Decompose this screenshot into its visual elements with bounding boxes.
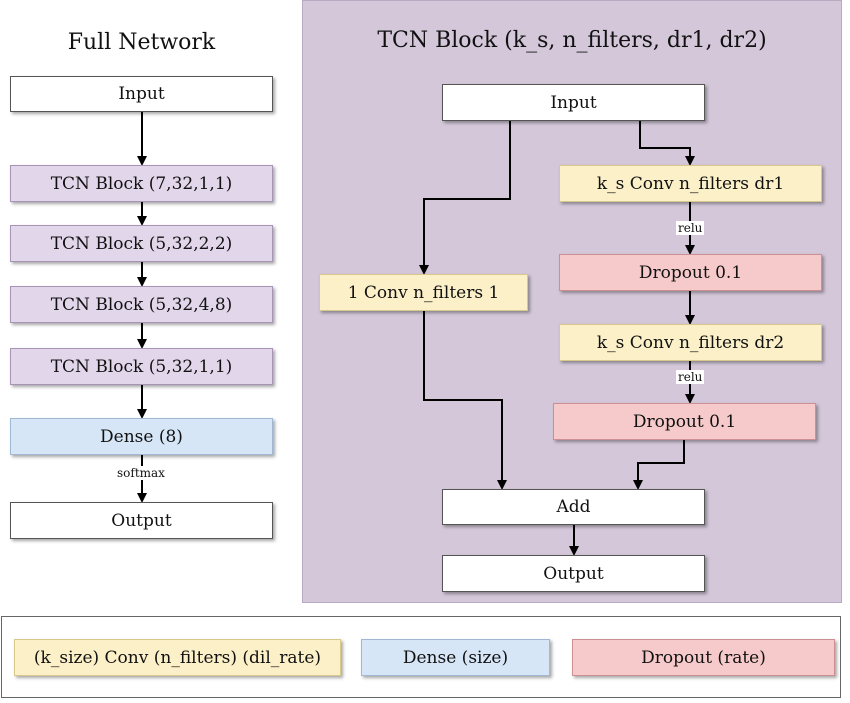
dropout-node-2: Dropout 0.1	[553, 403, 816, 440]
tcn-block-node-1: TCN Block (7,32,1,1)	[10, 165, 273, 202]
tcn-block-node-4: TCN Block (5,32,1,1)	[10, 348, 273, 385]
legend-dense: Dense (size)	[361, 639, 550, 676]
full-network-output-node: Output	[10, 502, 273, 539]
full-network-input-node: Input	[10, 76, 273, 112]
tcn-block-node-3: TCN Block (5,32,4,8)	[10, 286, 273, 323]
add-node: Add	[442, 489, 705, 525]
softmax-label: softmax	[115, 466, 167, 480]
full-network-title: Full Network	[67, 30, 216, 55]
relu-label-2: relu	[676, 370, 705, 384]
legend-conv: (k_size) Conv (n_filters) (dil_rate)	[14, 639, 341, 676]
skip-conv-node: 1 Conv n_filters 1	[319, 274, 528, 311]
dense-node: Dense (8)	[10, 418, 273, 455]
tcn-block-node-2: TCN Block (5,32,2,2)	[10, 225, 273, 262]
legend-dropout: Dropout (rate)	[572, 639, 835, 676]
tcn-input-node: Input	[442, 84, 705, 121]
tcn-output-node: Output	[442, 555, 705, 592]
conv-node-dr2: k_s Conv n_filters dr2	[559, 324, 822, 361]
dropout-node-1: Dropout 0.1	[559, 254, 822, 291]
tcn-block-title: TCN Block (k_s, n_filters, dr1, dr2)	[377, 28, 767, 53]
relu-label-1: relu	[676, 221, 705, 235]
legend: (k_size) Conv (n_filters) (dil_rate) Den…	[1, 616, 841, 698]
conv-node-dr1: k_s Conv n_filters dr1	[559, 165, 822, 202]
